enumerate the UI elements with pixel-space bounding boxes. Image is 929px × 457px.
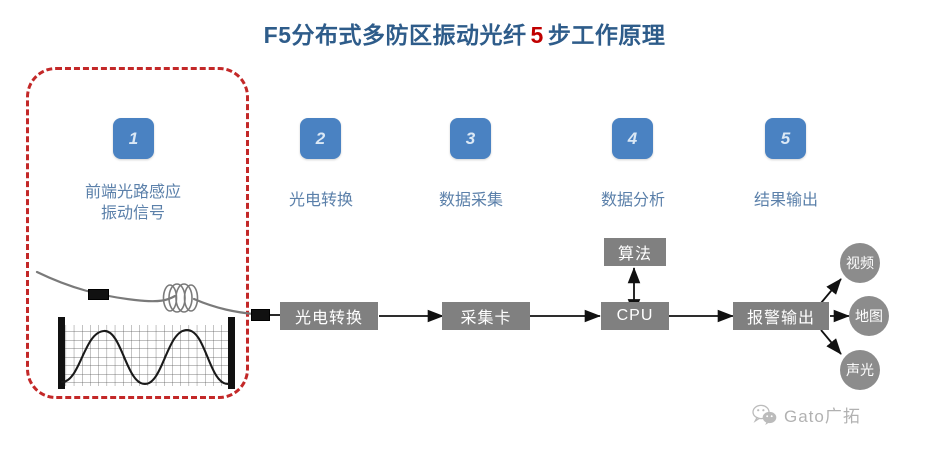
step-box-3[interactable]: 3 xyxy=(450,118,491,159)
step-number-3: 3 xyxy=(465,128,476,148)
step-number-4: 4 xyxy=(627,128,638,148)
step-label-5: 结果输出 xyxy=(753,192,818,209)
process-box-alarm-output[interactable]: 报警输出 xyxy=(733,302,829,330)
step-box-2[interactable]: 2 xyxy=(300,118,341,159)
title-prefix: F5分布式多防区振动光纤 xyxy=(263,22,527,48)
front-end-sensing-region xyxy=(26,67,249,399)
process-box-algorithm[interactable]: 算法 xyxy=(604,238,666,266)
watermark: Gato广拓 xyxy=(752,402,861,427)
step-label-1-line1: 前端光路感应 xyxy=(84,184,181,201)
step-box-4[interactable]: 4 xyxy=(612,118,653,159)
step-label-1: 前端光路感应 振动信号 xyxy=(57,182,209,224)
process-box-cpu[interactable]: CPU xyxy=(601,302,669,330)
step-label-2: 光电转换 xyxy=(288,192,353,209)
process-box-cpu-label: CPU xyxy=(616,307,654,324)
step-number-5: 5 xyxy=(780,128,791,148)
step-label-3: 数据采集 xyxy=(438,192,503,209)
step-number-1: 1 xyxy=(128,128,139,148)
output-circle-video[interactable]: 视频 xyxy=(840,243,880,283)
process-box-acquisition-card[interactable]: 采集卡 xyxy=(442,302,530,330)
process-box-alarm-output-label: 报警输出 xyxy=(746,310,815,327)
fiber-inline-connector xyxy=(88,289,109,300)
fiber-terminal-connector xyxy=(251,309,270,321)
process-box-algorithm-label: 算法 xyxy=(617,246,652,263)
step-label-4: 数据分析 xyxy=(600,192,665,209)
title-suffix: 步工作原理 xyxy=(547,22,666,48)
output-circle-map-label: 地图 xyxy=(855,308,883,324)
output-circle-sound-light[interactable]: 声光 xyxy=(840,350,880,390)
step-label-1-line2: 振动信号 xyxy=(100,205,165,222)
output-circle-map[interactable]: 地图 xyxy=(849,296,889,336)
step-box-5[interactable]: 5 xyxy=(765,118,806,159)
process-box-acquisition-card-label: 采集卡 xyxy=(460,310,512,327)
watermark-text: Gato广拓 xyxy=(784,407,861,426)
output-circle-video-label: 视频 xyxy=(846,255,874,271)
process-box-optical-conversion[interactable]: 光电转换 xyxy=(280,302,378,330)
step-box-1[interactable]: 1 xyxy=(113,118,154,159)
step-number-2: 2 xyxy=(315,128,326,148)
wechat-icon xyxy=(752,404,777,425)
process-box-optical-conversion-label: 光电转换 xyxy=(294,310,363,327)
output-circle-sound-light-label: 声光 xyxy=(846,362,874,378)
title-highlight-number: 5 xyxy=(530,22,544,48)
